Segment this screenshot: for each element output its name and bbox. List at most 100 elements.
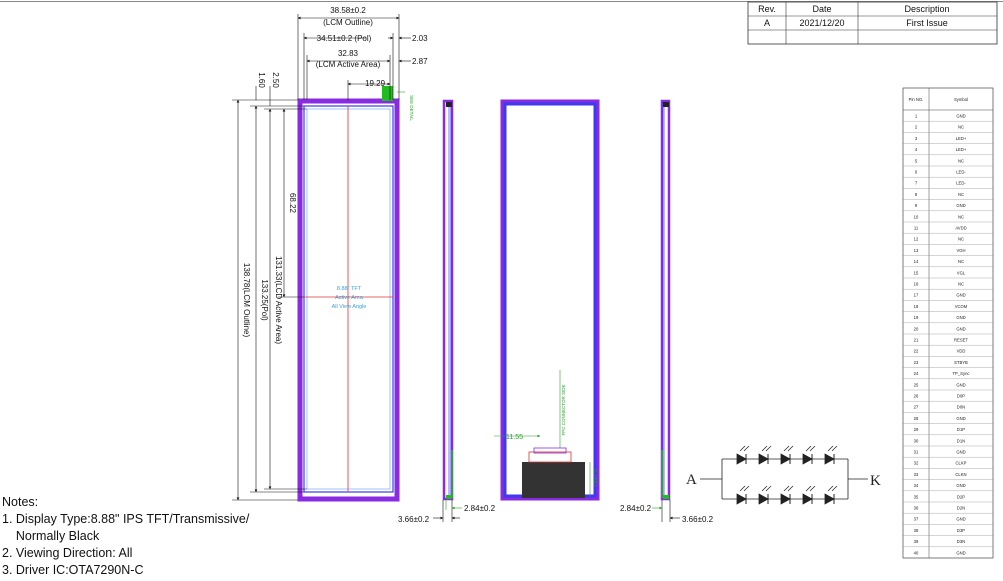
revision-table: Rev. Date Description A 2021/12/20 First… [747, 1, 998, 45]
pin-symbol: D3P [957, 528, 965, 533]
dim-pol-height: 133.25(Pol) [260, 279, 269, 321]
pin-number: 24 [914, 371, 919, 376]
pin-symbol: GND [956, 450, 965, 455]
top-dimensions [297, 14, 411, 100]
pin-number: 5 [915, 158, 918, 163]
pin-symbol: VDD [957, 349, 966, 354]
note-fpc-side: FPC CONNECTOR SIDE [561, 385, 566, 436]
dim-lcm-width-label: (LCM Outline) [323, 18, 373, 27]
active-area-outline [306, 108, 391, 490]
rev-cell-rev: A [764, 18, 770, 28]
led-diode-icon [802, 485, 816, 505]
pin-number: 25 [914, 382, 919, 387]
pin-number: 34 [914, 483, 919, 488]
pin-symbol: GND [956, 517, 965, 522]
pin-number: 18 [914, 304, 919, 309]
pin-symbol: D2N [957, 506, 965, 511]
rev-header-rev: Rev. [758, 4, 776, 14]
pin-symbol: STBYB [954, 360, 968, 365]
pin-number: 31 [914, 450, 919, 455]
pin-symbol: NC [958, 237, 964, 242]
rev-header-date: Date [812, 4, 831, 14]
led-diode-icon [758, 445, 772, 465]
pin-header-symbol: Symbol [954, 97, 968, 102]
pin-symbol: AVDD [955, 226, 966, 231]
rev-header-description: Description [904, 4, 949, 14]
pin-number: 28 [914, 416, 919, 421]
back-view [500, 99, 600, 501]
led-diode-icon [736, 445, 750, 465]
pin-symbol: GND [956, 293, 965, 298]
note-2: 2. Viewing Direction: All [2, 546, 133, 560]
pin-number: 30 [914, 438, 919, 443]
pin-number: 40 [914, 550, 919, 555]
led-diode-icon [780, 445, 794, 465]
dim-active-width: 32.83 [338, 49, 359, 58]
pin-number: 37 [914, 517, 919, 522]
pin-symbol: GND [956, 483, 965, 488]
note-1-cont: Normally Black [2, 529, 100, 543]
pin-number: 14 [914, 259, 919, 264]
pin-number: 19 [914, 315, 919, 320]
pin-number: 29 [914, 427, 919, 432]
led-cathode-label: K [870, 473, 881, 489]
pin-number: 17 [914, 293, 919, 298]
pin-number: 6 [915, 170, 918, 175]
dim-right-margin-2: 2.87 [412, 57, 428, 66]
led-diode-icon [736, 485, 750, 505]
pin-number: 36 [914, 506, 919, 511]
pin-symbol: CLKP [956, 461, 967, 466]
polarizer-outline [303, 105, 394, 493]
pin-symbol: GND [956, 416, 965, 421]
led-anode-label: A [686, 472, 697, 488]
pin-number: 11 [914, 226, 919, 231]
pin-number: 35 [914, 494, 919, 499]
pin-symbol: GND [956, 550, 965, 555]
pin-symbol: GND [956, 382, 965, 387]
pin-symbol: VGL [957, 270, 966, 275]
dim-fpc-offset: 11.55 [506, 434, 523, 441]
pin-number: 10 [914, 214, 919, 219]
center-text-1: 8.88" TFT [337, 286, 362, 292]
pin-number: 1 [915, 114, 918, 119]
pin-symbol: NC [958, 282, 964, 287]
pin-symbol: D1N [957, 438, 965, 443]
pin-symbol: D2P [957, 494, 965, 499]
pin-number: 3 [915, 136, 918, 141]
pin-number: 16 [914, 282, 919, 287]
dim-half-height: 68.22 [288, 193, 297, 214]
pin-symbol: CLKN [955, 472, 966, 477]
led-diode-icon [780, 485, 794, 505]
pin-number: 20 [914, 326, 919, 331]
pin-symbol: NC [958, 259, 964, 264]
pin-symbol: GND [956, 315, 965, 320]
pin-number: 13 [914, 248, 919, 253]
dim-side-thickness-1: 3.66±0.2 [398, 515, 430, 524]
pin-symbol: VCOM [955, 304, 968, 309]
pin-number: 33 [914, 472, 919, 477]
dim-active-height: 131.33(LCD Active Area) [274, 256, 283, 344]
note-1: 1. Display Type:8.88" IPS TFT/Transmissi… [2, 512, 250, 526]
dim-pol-width: 34.51±0.2 (Pol) [317, 34, 372, 43]
led-diode-icon [758, 485, 772, 505]
pin-number: 38 [914, 528, 919, 533]
dim-side-thickness-4: 3.66±0.2 [682, 515, 714, 524]
pin-symbol: GND [956, 114, 965, 119]
led-diode-icon [824, 485, 838, 505]
dim-lcm-width: 38.58±0.2 [330, 6, 366, 15]
dim-side-thickness-3: 2.84±0.2 [620, 504, 652, 513]
pin-symbol: TP_Sync [953, 371, 970, 376]
notes-block: Notes: 1. Display Type:8.88" IPS TFT/Tra… [2, 494, 249, 579]
led-diode-icon [802, 445, 816, 465]
note-ic-area: IC AREA [593, 469, 598, 487]
pin-symbol: GND [956, 203, 965, 208]
pin-symbol: D0P [957, 394, 965, 399]
pin-number: 15 [914, 270, 919, 275]
pin-symbol: NC [958, 192, 964, 197]
pin-symbol: NC [958, 125, 964, 130]
pin-symbol: LED+ [956, 147, 967, 152]
pin-number: 4 [915, 147, 918, 152]
detail-marker [382, 86, 393, 101]
